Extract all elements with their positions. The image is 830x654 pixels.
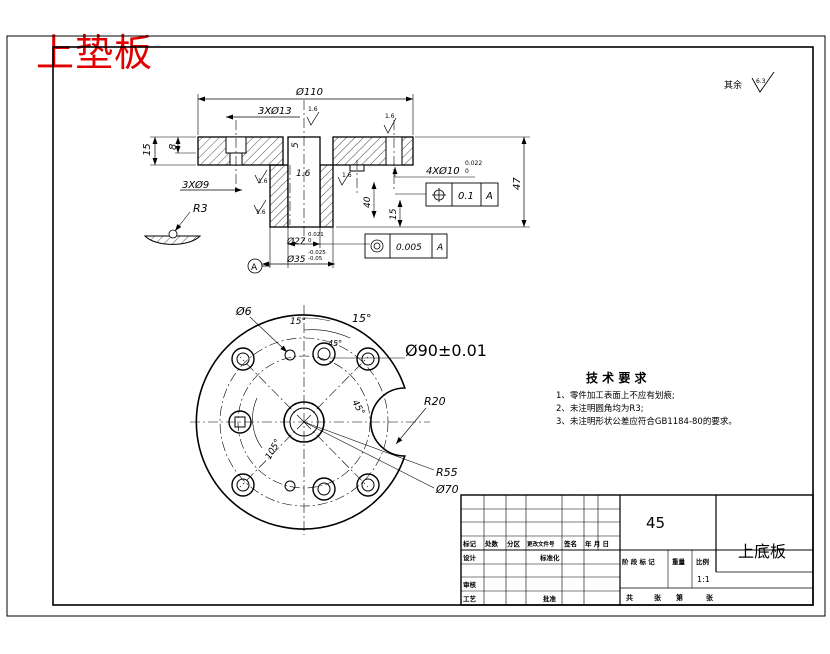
centerlines (235, 100, 395, 245)
weight-header: 重量 (672, 557, 686, 566)
dim-fillet-r3: R3 (193, 202, 208, 215)
sheet-total-suffix: 张 (654, 593, 662, 602)
hub-left-wall (269, 164, 289, 228)
concentricity-frame: 0.005 A (364, 233, 448, 259)
concentric-tol-datum: A (436, 243, 443, 253)
pin-hole-top (284, 349, 296, 361)
role-process: 工艺 (463, 594, 477, 603)
dim-hub-35-tol-lower: -0.05 (308, 256, 323, 262)
plate-outline (195, 314, 406, 530)
tech-req-item-1: 1、零件加工表面上不应有划痕; (556, 390, 675, 401)
dim-height-47: 47 (512, 177, 523, 190)
rev-header-zone: 分区 (507, 539, 521, 548)
counterbored-hole-tr (356, 347, 380, 371)
dim-r55: R55 (436, 466, 458, 479)
counterbored-hole-bl (231, 473, 255, 497)
roughness-prefix: 其余 (724, 79, 742, 91)
dim-holes-10-tol-lower: 0 (465, 168, 469, 175)
title-block-text: 45 上底板 标记 处数 分区 更改文件号 签名 年 月 日 设计 审核 工艺 … (462, 514, 786, 603)
dim-bore-27-tol-lower: 0 (308, 238, 312, 244)
roughness-label-2: 1.6 (385, 113, 395, 120)
roughness-marks (253, 111, 397, 214)
hole-top (312, 342, 336, 366)
section-view: Ø110 3XØ13 15 8 3XØ9 R3 47 5 1.6 (142, 86, 530, 274)
dim-angle-105: 105° (264, 438, 284, 462)
dim-holes-10-tol-upper: 0.022 (465, 160, 482, 167)
position-tol-datum: A (485, 191, 493, 202)
dim-hub-35-tol-upper: -0.025 (308, 250, 326, 256)
dim-d70: Ø70 (435, 483, 459, 496)
dim-holes-9: 3XØ9 (182, 179, 209, 191)
general-roughness-note: 其余 6.3 (724, 71, 775, 93)
tech-req-item-2: 2、未注明圆角均为R3; (556, 403, 644, 414)
material-label: 45 (646, 514, 665, 532)
title-block (460, 494, 814, 606)
stage-mark-header: 阶 段 标 记 (622, 557, 655, 566)
sheet-total-prefix: 共 (626, 593, 633, 602)
part-name-label: 上底板 (738, 542, 786, 561)
outer-border (6, 35, 826, 617)
scale-header: 比例 (696, 557, 710, 566)
dim-hole-d6: Ø6 (235, 305, 252, 318)
dim-thickness-15: 15 (142, 143, 153, 156)
dim-40: 40 (363, 196, 373, 208)
datum-label: A (251, 263, 258, 273)
roughness-value: 6.3 (756, 78, 766, 85)
concentric-tol-value: 0.005 (396, 243, 422, 253)
dim-bore-27-tol-upper: 0.021 (308, 232, 324, 238)
dim-overall-diameter: Ø110 (295, 86, 323, 98)
dim-thickness-8: 8 (168, 144, 179, 150)
dim-r20: R20 (424, 395, 446, 408)
dim-bore-5: 5 (291, 142, 301, 148)
technical-requirements: 技 术 要 求 1、零件加工表面上不应有划痕; 2、未注明圆角均为R3; 3、未… (556, 370, 737, 427)
inner-border (52, 46, 814, 606)
scale-value: 1:1 (697, 575, 710, 584)
role-review: 审核 (463, 580, 477, 589)
rev-header-date: 年 月 日 (585, 539, 609, 548)
hub-right-wall (319, 164, 334, 228)
label-approval: 批准 (543, 594, 557, 603)
role-design: 设计 (463, 553, 477, 562)
drawing-title: 上垫板 (36, 31, 154, 75)
dim-holes-13: 3XØ13 (258, 105, 292, 117)
sheet-index-prefix: 第 (676, 593, 683, 602)
counterbored-hole-tl (231, 347, 255, 371)
position-tol-value: 0.1 (458, 191, 474, 202)
tech-req-item-3: 3、未注明形状公差应符合GB1184-80的要求。 (556, 416, 737, 427)
rev-header-count: 处数 (484, 539, 499, 548)
detail-r3: R3 (143, 202, 208, 245)
roughness-bore: 1.6 (296, 169, 311, 179)
hole-bottom (312, 477, 336, 501)
plan-centerlines (190, 305, 430, 535)
dim-angle-45-b: 45° (349, 399, 366, 418)
dim-hub-35: Ø35 (286, 254, 306, 265)
rev-header-mark: 标记 (462, 539, 477, 548)
rev-header-doc: 更改文件号 (527, 540, 555, 548)
dim-angle-15-a: 15° (290, 317, 306, 327)
dim-pitch-circle: Ø90±0.01 (405, 341, 487, 360)
dim-angle-45: 45° (328, 339, 342, 348)
roughness-label-6: 1.6 (308, 106, 318, 113)
datum-a: A (247, 258, 270, 274)
dim-holes-10: 4XØ10 (426, 165, 460, 177)
dim-angle-15-b: 15° (352, 312, 372, 325)
dim-15-right: 15 (389, 208, 399, 220)
dim-bore-27: Ø27 (286, 236, 306, 247)
plan-view: Ø6 15° 15° 45° 45° 105° Ø90±0.01 R20 R55… (190, 305, 487, 535)
roughness-label-4: 1.6 (256, 209, 266, 216)
hole-left (228, 410, 252, 434)
tech-req-heading: 技 术 要 求 (586, 370, 648, 385)
pin-hole-bottom (284, 480, 296, 492)
roughness-symbol-icon (751, 71, 775, 93)
position-tolerance-frame: 0.1 A (425, 182, 499, 207)
roughness-label-5: 1.6 (342, 172, 352, 179)
counterbored-hole-br (356, 473, 380, 497)
label-standardization: 标准化 (539, 553, 560, 562)
rev-header-sign: 签名 (563, 539, 577, 548)
sheet-index-suffix: 张 (706, 593, 714, 602)
roughness-label-3: 1.6 (258, 178, 268, 185)
concentricity-symbol-icon (370, 239, 384, 253)
